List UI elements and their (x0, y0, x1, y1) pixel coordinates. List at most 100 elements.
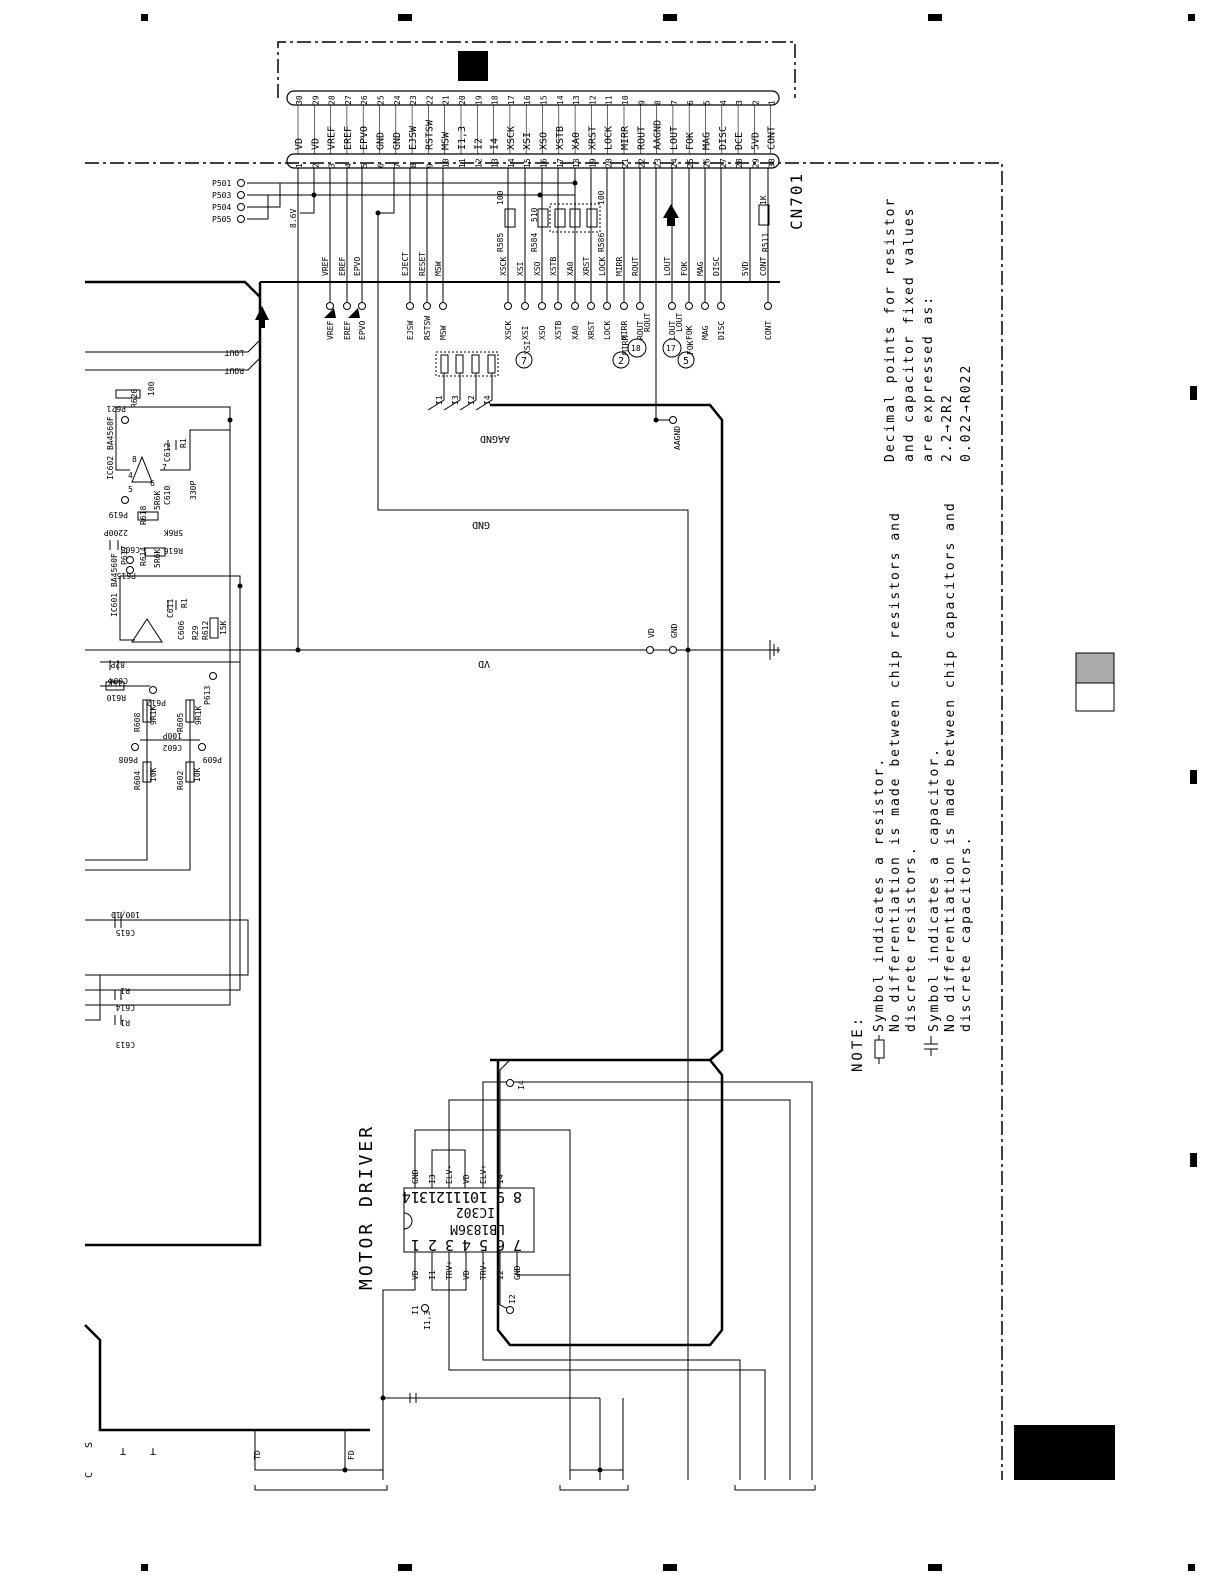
r584-value: 510 (530, 207, 539, 222)
p613-label: P613 (203, 686, 212, 705)
callout-7: 7 (521, 356, 527, 367)
pin-label-far: EREF (343, 126, 354, 150)
pin-label-far: I4 (490, 138, 501, 150)
pin-label-far: VREF (327, 126, 338, 150)
signal-label-eject: EJECT (401, 252, 410, 276)
pin-label-far: XRST (587, 126, 598, 150)
pin-label-far: XA0 (571, 132, 582, 150)
pin-number-far: 18 (491, 95, 500, 105)
note-line9: are expressed as: (921, 295, 936, 462)
test-point-circles (121, 179, 677, 1314)
md-bottom-pin-label: I2 (496, 1270, 505, 1280)
tp-label-cont: CONT (764, 321, 773, 340)
r584-label: R584 (530, 233, 539, 252)
istack-i2: I2 (467, 395, 476, 405)
pin-number: 8 (409, 163, 418, 168)
pin-number: 12 (474, 158, 483, 168)
signal-label-reset: RESET (418, 252, 427, 276)
md-bottom-pin-number: 4 (462, 1236, 471, 1254)
note-line11: 0.022→R022 (959, 364, 974, 462)
callout-xsi-label: XSI (523, 340, 532, 355)
p501-label: P501 (212, 179, 231, 188)
signal-label-xrst: XRST (582, 257, 591, 276)
index-tab-white (1075, 682, 1115, 712)
test-point (636, 302, 644, 310)
tp-label-xso: XSO (538, 325, 547, 340)
page-block (1014, 1425, 1115, 1480)
pin-number: 19 (588, 158, 597, 168)
test-point (764, 302, 772, 310)
note-line7: Decimal points for resistor (883, 197, 898, 462)
istack-i4: I4 (483, 395, 492, 405)
r614-label: R614 (139, 547, 148, 566)
pin-number-far: 8 (654, 100, 663, 105)
pin-number-far: 16 (523, 95, 532, 105)
connector-marker (458, 51, 488, 81)
pin-label-far: VD (310, 138, 321, 150)
c608-value: 2200P (104, 528, 128, 537)
r612-value: 15K (219, 620, 228, 635)
pin-number: 26 (703, 158, 712, 168)
md-bottom-pin-number: 2 (428, 1236, 437, 1254)
pin-label-far: I2 (473, 138, 484, 150)
test-point (701, 302, 709, 310)
r604-value: 10K (149, 767, 158, 782)
tp-label-eref: EREF (343, 321, 352, 340)
note-line8: and capacitor fixed values (902, 207, 917, 463)
md-bottom-pin-number: 1 (411, 1236, 420, 1254)
test-point (343, 302, 351, 310)
c614-value: R1 (120, 986, 130, 995)
pin-label-far: GND (376, 132, 387, 150)
tp-label-xa0: XA0 (571, 325, 580, 340)
p609-label: P609 (203, 755, 222, 764)
bottom-t1-label: T (120, 1445, 126, 1456)
r610-label: R610 (107, 693, 126, 702)
ic602-pin8: 8 (132, 455, 137, 464)
md-bottom-pin-label: I1 (428, 1270, 437, 1280)
c610-value: 330P (189, 481, 198, 500)
md-top-pin-label: ELV- (445, 1165, 454, 1184)
r616-label: R616 (164, 546, 183, 555)
pin-number-far: 30 (295, 95, 304, 105)
c613-value: R1 (120, 1018, 130, 1027)
c602-label: C602 (163, 743, 182, 752)
pin-number: 27 (719, 158, 728, 168)
signal-label-xstb: XSTB (549, 257, 558, 276)
signal-label-mag: MAG (696, 261, 705, 276)
md-top-pin-label: VD (462, 1174, 471, 1184)
motor-driver-title: MOTOR DRIVER (356, 1124, 377, 1290)
c613-label: C613 (116, 1040, 135, 1049)
signal-label-rout: ROUT (631, 257, 640, 276)
board-outline (85, 41, 1003, 1480)
aagnd-bus-label: AAGND (480, 433, 510, 444)
c612-label: C612 (163, 443, 172, 462)
bottom-t2-label: T (150, 1445, 156, 1456)
pin-number: 5 (360, 163, 369, 168)
pin-number: 29 (751, 158, 760, 168)
pin-number: 13 (491, 158, 500, 168)
resistor-symbol (874, 1035, 885, 1064)
test-point (521, 302, 529, 310)
test-point (603, 302, 611, 310)
md-top-pin-number: 9 (496, 1188, 505, 1206)
p503-label: P503 (212, 191, 231, 200)
pin-number: 1 (295, 163, 304, 168)
pin-number: 3 (328, 163, 337, 168)
r608-value: 9R1K (149, 706, 158, 725)
pin-number: 2 (311, 163, 320, 168)
tp-label-xrst: XRST (587, 321, 596, 340)
pin-number: 20 (605, 158, 614, 168)
tp-label-rout: ROUT (636, 321, 645, 340)
pin-number-far: 25 (377, 95, 386, 105)
note-line1: Symbol indicates a resistor. (872, 757, 887, 1032)
index-tab-grey (1075, 652, 1115, 684)
pin-label-far: EJSW (408, 125, 419, 150)
md-bottom-pin-label: GND (513, 1265, 522, 1280)
c614-label: C614 (116, 1003, 135, 1012)
vd-bus-label: VD (478, 658, 490, 669)
signal-label-5vd: 5VD (741, 261, 750, 276)
signal-label-vref: VREF (321, 257, 330, 276)
md-bottom-pin-label: TRV- (479, 1261, 488, 1280)
ic602-part: BA4560F (106, 416, 115, 450)
